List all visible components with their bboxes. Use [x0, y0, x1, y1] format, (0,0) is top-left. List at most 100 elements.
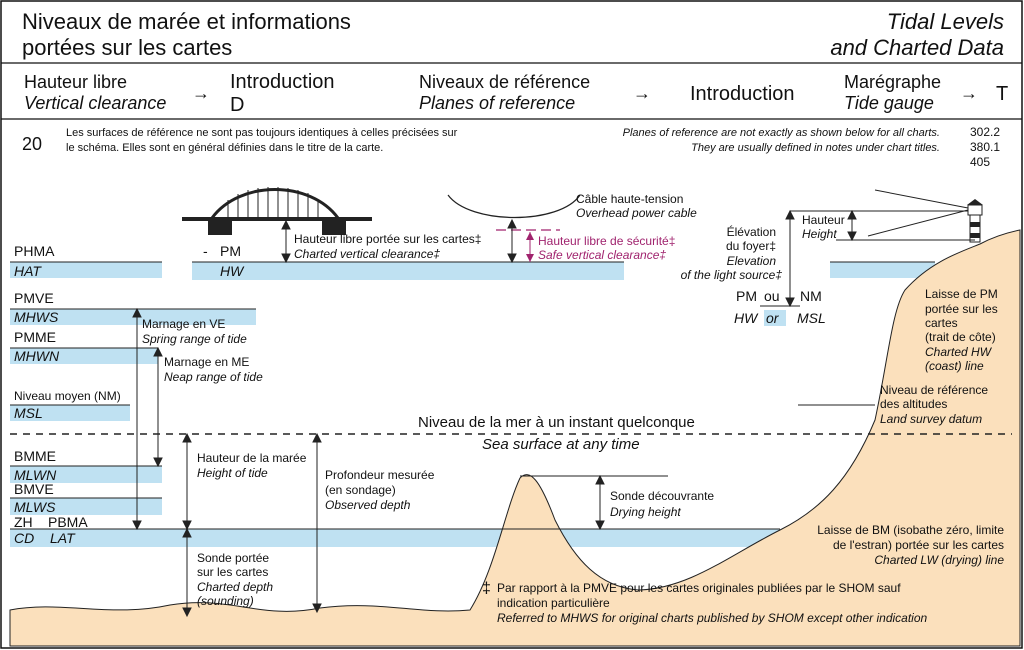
bridge-hw: HW	[220, 263, 245, 279]
coast-lw-fr-1: Laisse de BM (isobathe zéro, limite	[817, 523, 1004, 537]
band-chart-datum	[10, 529, 780, 547]
label-mlws: MLWS	[14, 499, 56, 515]
sea-surface-fr: Niveau de la mer à un instant quelconque	[418, 414, 695, 431]
safe-clearance-arrowheads	[526, 232, 534, 262]
nav-introduction-d-link[interactable]: Introduction D	[230, 71, 335, 116]
nav-clearance-en[interactable]: Vertical clearance	[24, 93, 166, 113]
nav-intro-2[interactable]: Introduction	[690, 83, 795, 105]
nav-arrow-icon-1: →	[192, 83, 210, 103]
coast-hw-fr-3: cartes	[925, 316, 958, 330]
nav-intro-1[interactable]: Introduction	[230, 71, 335, 93]
label-mhwn: MHWN	[14, 348, 60, 364]
note-ref-3[interactable]: 405	[970, 155, 990, 169]
label-cd: CD	[14, 530, 34, 546]
coast-datum-en: Land survey datum	[880, 412, 982, 426]
coast-lw-fr-2: de l'estran) portée sur les cartes	[833, 538, 1004, 552]
nav-tide-gauge[interactable]: Marégraphe Tide gauge	[844, 72, 941, 113]
light-elev-fr-1: Élévation	[727, 224, 776, 239]
water-bands	[10, 262, 935, 547]
dimension-arrows	[132, 209, 857, 618]
coast-lw-en: Charted LW (drying) line	[874, 553, 1004, 567]
band-mlws	[10, 498, 162, 515]
observed-depth-fr-1: Profondeur mesurée	[325, 468, 435, 482]
level-lines	[10, 261, 935, 530]
nav-planes-fr[interactable]: Niveaux de référence	[419, 72, 590, 92]
nav-vertical-clearance[interactable]: Hauteur libre Vertical clearance	[24, 72, 166, 113]
coast-hw-fr-1: Laisse de PM	[925, 287, 998, 301]
band-mlwn	[10, 466, 162, 483]
light-beams	[790, 189, 975, 241]
observed-depth-fr-2: (en sondage)	[325, 483, 396, 497]
neap-range-fr: Marnage en ME	[164, 355, 249, 369]
observed-depth-en: Observed depth	[325, 498, 411, 512]
footnote-fr-2: indication particulière	[497, 596, 610, 610]
light-hw: HW	[734, 310, 759, 326]
light-height-fr: Hauteur	[802, 213, 845, 227]
light-height-en: Height	[802, 227, 837, 241]
nav-gauge-fr[interactable]: Marégraphe	[844, 72, 941, 92]
coast-hw-en-2: (coast) line	[925, 359, 984, 373]
title-en-line1: Tidal Levels	[887, 9, 1004, 34]
footnote-fr-1: Par rapport à la PMVE pour les cartes or…	[497, 581, 901, 595]
light-elev-en-1: Elevation	[727, 254, 777, 268]
light-elev-fr-2: du foyer‡	[726, 239, 776, 253]
nav-gauge-en[interactable]: Tide gauge	[844, 93, 934, 113]
light-elev-en-2: of the light source‡	[681, 268, 783, 282]
band-hw-light	[830, 262, 935, 278]
note-ref-2[interactable]: 380.1	[970, 140, 1000, 154]
neap-range-en: Neap range of tide	[164, 370, 263, 384]
band-msl-light	[764, 310, 786, 326]
bridge-icon	[182, 187, 372, 235]
label-mlwn: MLWN	[14, 467, 57, 483]
light-nm: NM	[800, 288, 822, 304]
band-mhwn	[10, 348, 158, 364]
bridge-clearance-en: Charted vertical clearance‡	[294, 247, 440, 261]
nav-clearance-fr[interactable]: Hauteur libre	[24, 72, 127, 92]
tide-height-en: Height of tide	[197, 466, 268, 480]
bridge-pm: PM	[220, 243, 241, 259]
bridge-dash: -	[203, 243, 208, 259]
note-fr-line1: Les surfaces de référence ne sont pas to…	[66, 127, 458, 139]
label-zh: ZH	[14, 514, 33, 530]
coast-hw-fr-4: (trait de côte)	[925, 330, 996, 344]
drying-height-en: Drying height	[610, 505, 681, 519]
footnote-mark: ‡	[482, 580, 491, 597]
label-nm: Niveau moyen (NM)	[14, 389, 121, 403]
power-cable-icon	[447, 194, 581, 218]
label-pmme: PMME	[14, 329, 56, 345]
title-fr-line2: portées sur les cartes	[22, 35, 232, 60]
nav-intro-1-ref[interactable]: D	[230, 94, 244, 116]
nav-planes-of-reference[interactable]: Niveaux de référence Planes of reference	[419, 72, 590, 113]
footnote-en: Referred to MHWS for original charts pub…	[497, 611, 928, 625]
nav-arrow-icon-3: →	[960, 83, 978, 103]
light-msl: MSL	[797, 310, 826, 326]
spring-range-fr: Marnage en VE	[142, 317, 225, 331]
note-en-line1: Planes of reference are not exactly as s…	[623, 127, 940, 139]
band-hat	[10, 262, 162, 278]
seabed-and-coast	[9, 229, 1021, 647]
light-or: or	[766, 310, 780, 326]
note-fr-line2: le schéma. Elles sont en général définie…	[66, 142, 383, 154]
label-lat: LAT	[50, 530, 76, 546]
coast-hw-fr-2: portée sur les	[925, 302, 998, 316]
title-fr-line1: Niveaux de marée et informations	[22, 9, 351, 34]
band-hw-bridge	[192, 262, 624, 280]
charted-depth-en-2: (sounding)	[197, 594, 254, 608]
label-msl: MSL	[14, 405, 43, 421]
label-bmme: BMME	[14, 448, 56, 464]
nav-gauge-ref[interactable]: T	[996, 83, 1008, 105]
band-msl	[10, 405, 130, 421]
spring-range-en: Spring range of tide	[142, 332, 247, 346]
label-mhws: MHWS	[14, 309, 59, 325]
charted-depth-fr-1: Sonde portée	[197, 551, 269, 565]
bridge-clearance-fr: Hauteur libre portée sur les cartes‡	[294, 232, 481, 246]
title-en-line2: and Charted Data	[830, 35, 1004, 60]
charted-depth-en-1: Charted depth	[197, 580, 273, 594]
note-ref-1[interactable]: 302.2	[970, 125, 1000, 139]
drying-height-fr: Sonde découvrante	[610, 489, 714, 503]
charted-depth-fr-2: sur les cartes	[197, 565, 268, 579]
nav-planes-en[interactable]: Planes of reference	[419, 93, 575, 113]
